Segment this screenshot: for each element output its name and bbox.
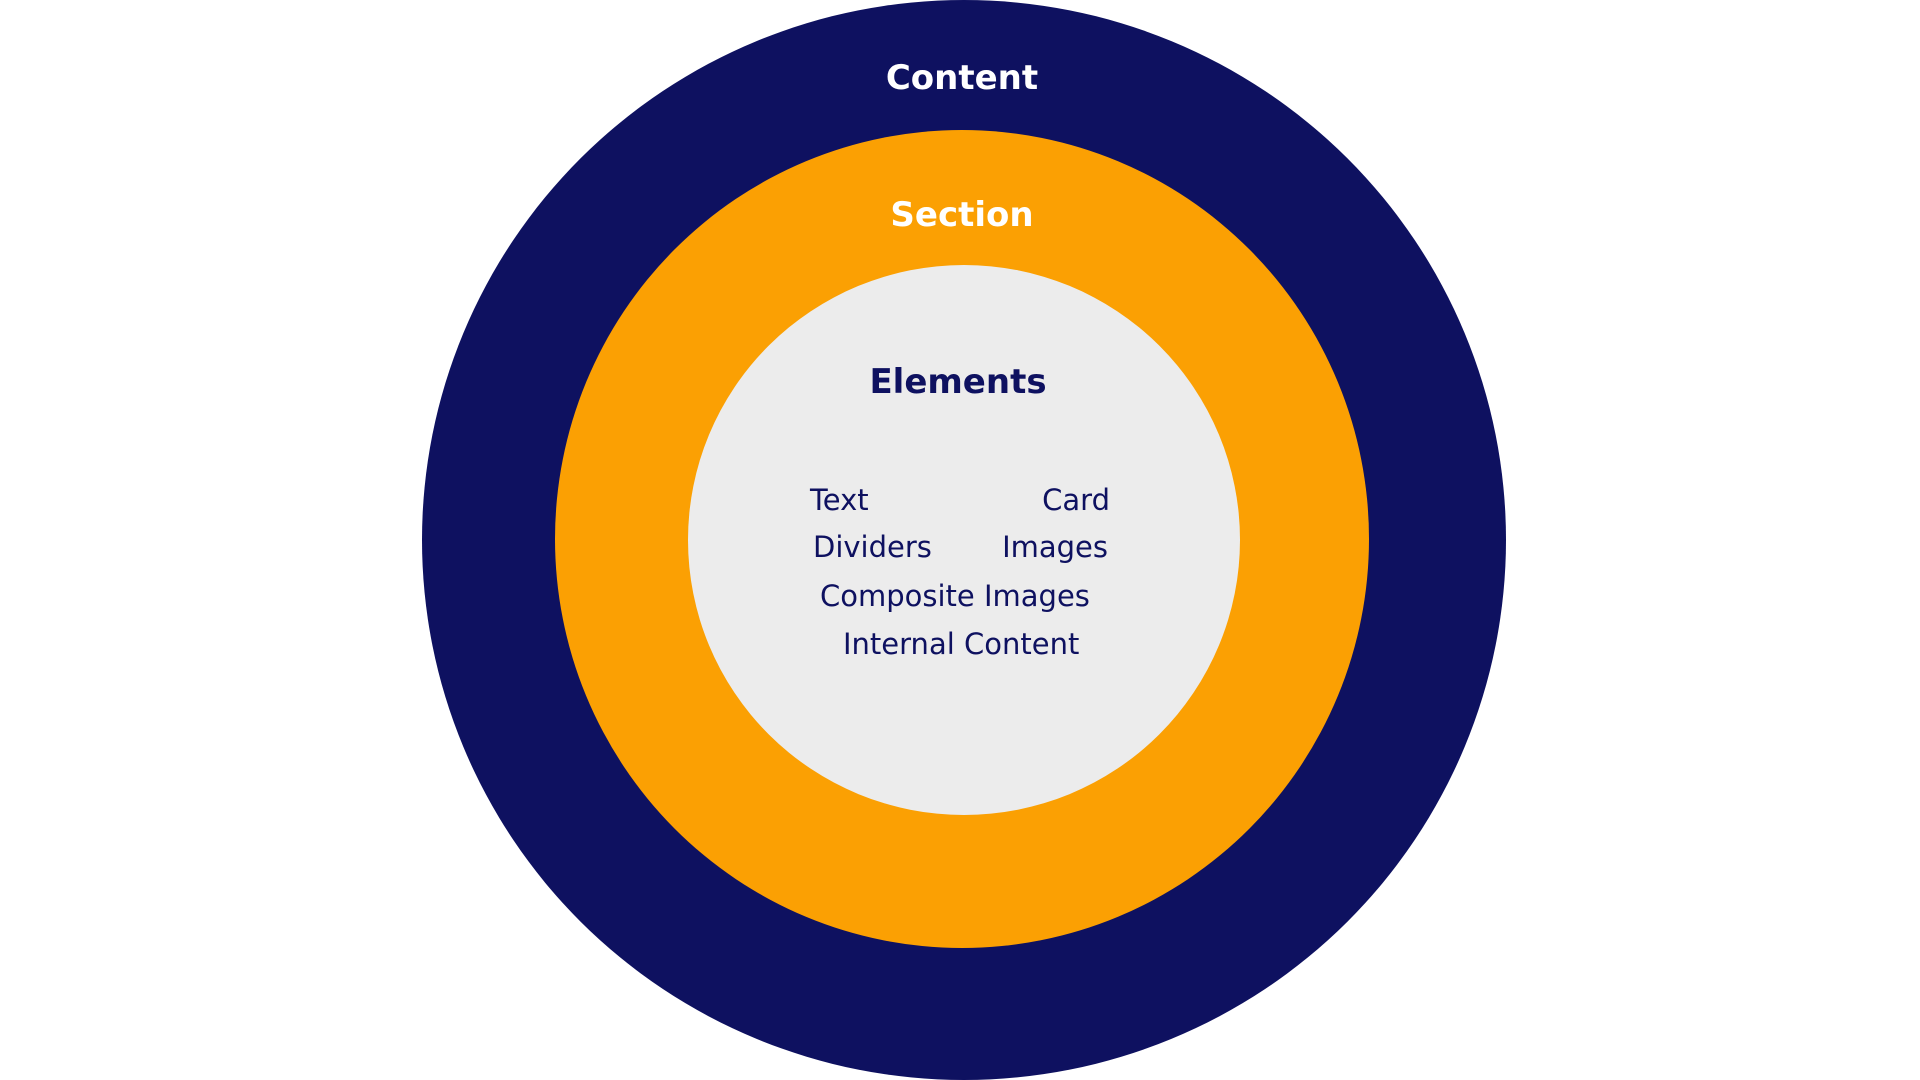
item-dividers: Dividers: [813, 530, 932, 564]
item-internal-content: Internal Content: [843, 627, 1080, 661]
item-images: Images: [1002, 530, 1108, 564]
item-text: Text: [810, 483, 869, 517]
elements-label: Elements: [869, 362, 1047, 402]
item-composite-images: Composite Images: [820, 579, 1090, 613]
elements-circle: [688, 265, 1240, 815]
content-label: Content: [885, 58, 1039, 98]
item-card: Card: [1042, 483, 1110, 517]
section-label: Section: [890, 195, 1034, 235]
